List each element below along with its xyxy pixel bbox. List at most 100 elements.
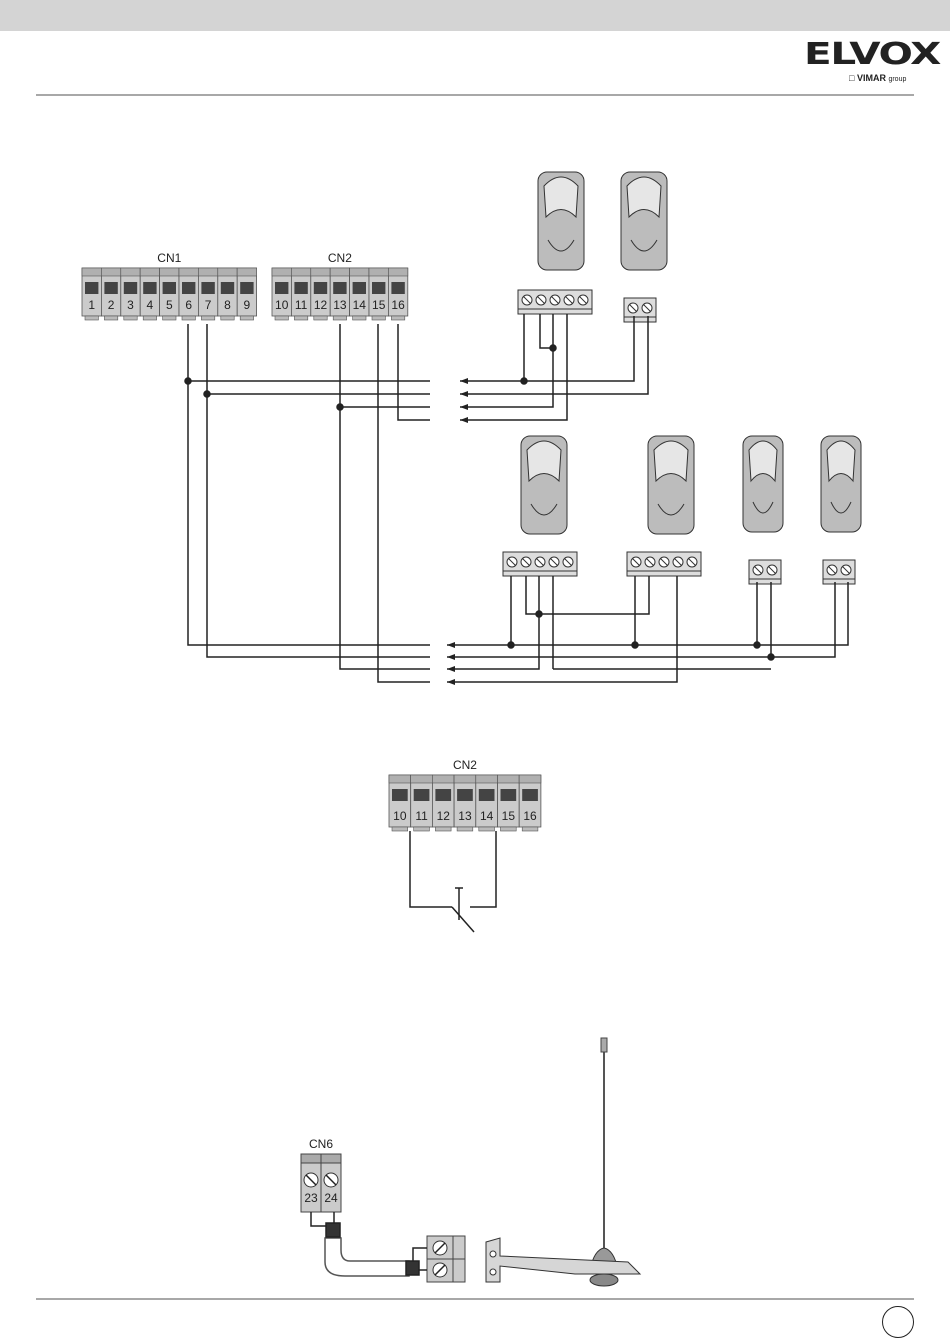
wire bbox=[187, 324, 430, 646]
photocell-lens bbox=[543, 176, 579, 219]
wire bbox=[409, 831, 452, 908]
terminal-top bbox=[159, 267, 180, 277]
terminal-top bbox=[518, 774, 542, 784]
mounting-bracket bbox=[485, 1237, 642, 1283]
photocell-1-terminal-a bbox=[517, 289, 593, 315]
terminal-screw bbox=[123, 282, 138, 294]
terminal-number: 12 bbox=[314, 298, 328, 312]
wire bbox=[470, 831, 497, 908]
terminal-number: 12 bbox=[437, 809, 451, 823]
terminal-number: 23 bbox=[304, 1191, 318, 1205]
antenna bbox=[485, 1037, 642, 1287]
terminal-foot bbox=[142, 315, 157, 321]
terminal-foot bbox=[332, 315, 347, 321]
antenna-terminal bbox=[426, 1235, 466, 1283]
photocell-tx-3 bbox=[742, 435, 784, 533]
connector-label: CN2 bbox=[328, 251, 352, 265]
terminal-number: 11 bbox=[415, 809, 428, 823]
terminal-number: 7 bbox=[205, 298, 212, 312]
junction-dot bbox=[753, 641, 761, 649]
junction-dot bbox=[767, 653, 775, 661]
photocell-lens bbox=[526, 440, 562, 483]
terminal-screw bbox=[294, 282, 308, 294]
photocell-rx-3 bbox=[820, 435, 862, 533]
wire bbox=[447, 576, 540, 670]
terminal-foot bbox=[239, 315, 254, 321]
terminal-number: 10 bbox=[275, 298, 289, 312]
wire bbox=[771, 582, 836, 658]
terminal-foot bbox=[371, 315, 386, 321]
wire bbox=[412, 1247, 427, 1261]
terminal-top bbox=[329, 267, 350, 277]
photocell-lens bbox=[748, 440, 778, 483]
photocell-tx-2 bbox=[520, 435, 568, 535]
wire bbox=[451, 906, 475, 933]
terminal-top bbox=[120, 267, 141, 277]
terminal-number: 6 bbox=[185, 298, 192, 312]
wire bbox=[525, 576, 650, 615]
wire bbox=[206, 324, 430, 658]
wire bbox=[339, 324, 430, 670]
photocell-lens bbox=[653, 440, 689, 483]
terminal-top bbox=[81, 267, 102, 277]
junction-dot bbox=[184, 377, 192, 385]
terminal-top bbox=[139, 267, 160, 277]
wire bbox=[460, 314, 568, 421]
group-label: group bbox=[888, 76, 907, 83]
terminal-screw bbox=[413, 789, 430, 801]
terminal-screw bbox=[201, 282, 215, 294]
terminal-screw bbox=[457, 789, 473, 801]
terminal-top bbox=[388, 774, 412, 784]
terminal-top bbox=[198, 267, 219, 277]
wire bbox=[397, 324, 430, 421]
terminal-top bbox=[217, 267, 238, 277]
photocell-lens bbox=[826, 440, 856, 483]
wire bbox=[310, 1212, 327, 1227]
terminal-screw bbox=[478, 789, 495, 801]
header-divider bbox=[36, 94, 914, 96]
junction-dot bbox=[336, 403, 344, 411]
terminal-screw bbox=[240, 282, 254, 294]
terminal-foot bbox=[391, 315, 406, 321]
terminal-number: 10 bbox=[393, 809, 407, 823]
terminal-foot bbox=[352, 315, 367, 321]
terminal-number: 11 bbox=[295, 298, 308, 312]
terminal-screw bbox=[500, 789, 517, 801]
terminal-foot bbox=[123, 315, 138, 321]
junction-dot bbox=[203, 390, 211, 398]
terminal-foot bbox=[456, 826, 474, 832]
terminal-screw bbox=[435, 789, 452, 801]
terminal-foot bbox=[478, 826, 495, 832]
terminal-screw bbox=[85, 282, 99, 294]
terminal-number: 24 bbox=[324, 1191, 338, 1205]
terminal-foot bbox=[162, 315, 177, 321]
wire bbox=[447, 582, 849, 646]
terminal-screw bbox=[313, 282, 328, 294]
terminal-top bbox=[475, 774, 498, 784]
terminal-foot bbox=[391, 826, 408, 832]
terminal-number: 9 bbox=[244, 298, 251, 312]
terminal-top bbox=[453, 774, 477, 784]
junction-dot bbox=[535, 610, 543, 618]
cable-ferrule bbox=[405, 1260, 420, 1276]
terminal-foot bbox=[201, 315, 216, 321]
footer-divider bbox=[36, 1298, 914, 1300]
terminal-number: 14 bbox=[480, 809, 494, 823]
terminal-foot bbox=[274, 315, 289, 321]
photocell-rx-2 bbox=[647, 435, 695, 535]
terminal-top bbox=[271, 267, 292, 277]
terminal-screw bbox=[522, 789, 538, 801]
vimar-label: VIMAR bbox=[856, 73, 886, 83]
photocell-2-terminal-a bbox=[502, 551, 578, 577]
terminal-foot bbox=[84, 315, 99, 321]
terminal-screw bbox=[391, 282, 405, 294]
terminal-foot bbox=[294, 315, 309, 321]
terminal-foot bbox=[413, 826, 430, 832]
terminal-screw bbox=[143, 282, 157, 294]
terminal-foot bbox=[435, 826, 452, 832]
terminal-top bbox=[236, 267, 257, 277]
junction-dot bbox=[549, 344, 557, 352]
